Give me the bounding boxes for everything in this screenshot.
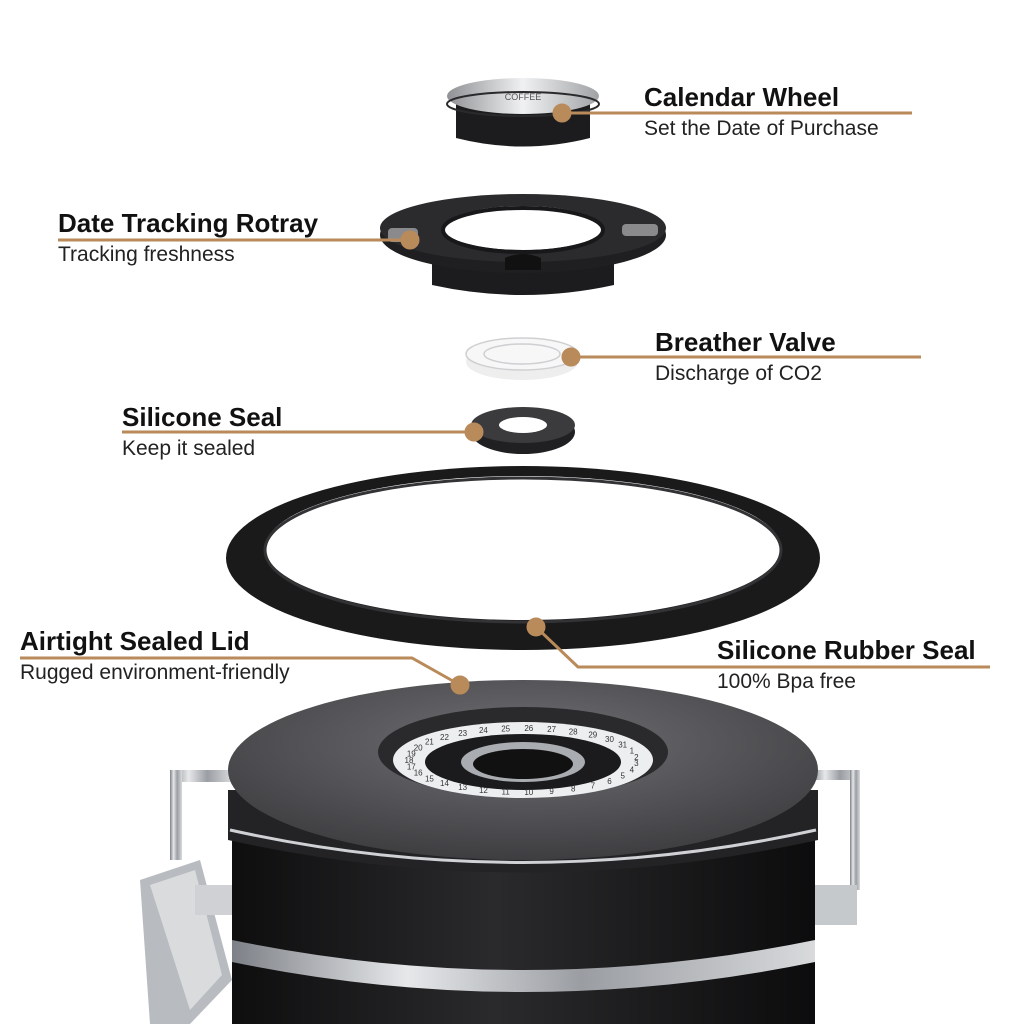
callout-calendar-wheel: Calendar Wheel Set the Date of Purchase [644, 82, 879, 142]
dial-number: 4 [630, 766, 635, 775]
silicone-rubber-gasket [226, 466, 820, 650]
dial-number: 17 [407, 762, 416, 771]
callout-date-tracking-rotary: Date Tracking Rotray Tracking freshness [58, 208, 318, 268]
callout-silicone-rubber-seal: Silicone Rubber Seal 100% Bpa free [717, 635, 976, 695]
callout-subtitle: Discharge of CO2 [655, 362, 822, 385]
dial-number: 12 [479, 786, 488, 795]
dial-number: 10 [524, 788, 533, 797]
callout-title: Silicone Rubber Seal [717, 635, 976, 665]
dial-number: 20 [414, 743, 423, 752]
dial-number: 15 [425, 774, 434, 783]
silicone-seal-ring [471, 407, 575, 454]
dial-number: 25 [501, 724, 510, 733]
dial-number: 27 [547, 725, 556, 734]
date-tracking-rotary [380, 194, 666, 295]
dial-number: 30 [605, 735, 614, 744]
dial-number: 5 [620, 772, 625, 781]
dial-number: 1 [630, 746, 635, 755]
dial-number: 23 [458, 729, 467, 738]
dial-number: 3 [634, 759, 639, 768]
left-clamp-icon [140, 770, 240, 1024]
callout-title: Date Tracking Rotray [58, 208, 319, 238]
breather-valve [465, 337, 579, 380]
callout-title: Silicone Seal [122, 402, 283, 432]
dial-number: 24 [479, 726, 488, 735]
dial-number: 19 [407, 750, 416, 759]
dial-number: 8 [571, 785, 576, 794]
callout-subtitle: Tracking freshness [58, 243, 235, 266]
dial-number: 13 [458, 783, 467, 792]
dial-number: 11 [502, 788, 511, 797]
dial-number: 28 [569, 727, 578, 736]
callout-subtitle: Keep it sealed [122, 437, 256, 460]
callout-silicone-seal: Silicone Seal Keep it sealed [122, 402, 282, 462]
callout-title: Calendar Wheel [644, 82, 840, 112]
callout-title: Airtight Sealed Lid [20, 626, 250, 656]
right-clamp-icon [810, 770, 860, 925]
calendar-wheel-text: COFFEE [505, 92, 542, 102]
dial-number: 22 [440, 733, 449, 742]
dial-number: 9 [549, 787, 554, 796]
leader-lines [20, 103, 990, 695]
dial-number: 26 [524, 724, 533, 733]
callout-subtitle: Rugged environment-friendly [20, 661, 290, 684]
dial-number: 21 [425, 738, 434, 747]
callout-subtitle: 100% Bpa free [717, 670, 856, 693]
dial-number: 18 [405, 756, 414, 765]
dial-number: 29 [588, 731, 597, 740]
callout-subtitle: Set the Date of Purchase [644, 117, 879, 140]
dial-number: 16 [414, 769, 423, 778]
dial-number: 31 [618, 741, 627, 750]
dial-number: 7 [591, 781, 596, 790]
callout-breather-valve: Breather Valve Discharge of CO2 [655, 327, 836, 387]
callout-title: Breather Valve [655, 327, 836, 357]
dial-number: 14 [440, 779, 449, 788]
dial-number: 6 [607, 777, 612, 786]
callout-airtight-sealed-lid: Airtight Sealed Lid Rugged environment-f… [20, 626, 290, 686]
dial-number: 2 [634, 753, 639, 762]
